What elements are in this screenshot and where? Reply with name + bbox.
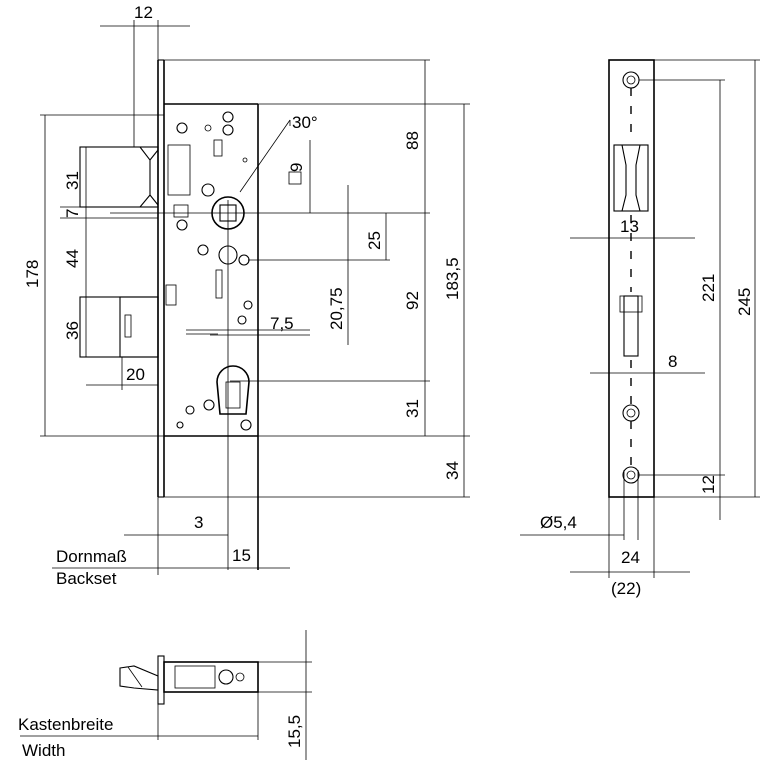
dim-plate-width: 24	[621, 548, 640, 567]
label-case-width-en: Width	[22, 741, 65, 760]
dim-case-width: 15,5	[285, 715, 304, 748]
dim-total-length: 245	[735, 288, 754, 316]
front-view: 12 30° 9 88 25 20,75 7,5 92 183,5 31 34 …	[23, 3, 470, 588]
dim-latch-width: 13	[620, 217, 639, 236]
label-case-width-de: Kastenbreite	[18, 715, 113, 734]
dim-aux-offset: 20,75	[327, 287, 346, 330]
dim-middle-gap: 44	[63, 249, 82, 268]
side-view: 13 8 221 245 12 Ø5,4 24 (22)	[520, 59, 760, 598]
dim-latch-height: 31	[63, 171, 82, 190]
dim-spindle-to-aux: 25	[365, 231, 384, 250]
dim-overall-height: 183,5	[443, 257, 462, 300]
dim-below-case: 34	[443, 461, 462, 480]
bottom-view: 15,5 Kastenbreite Width	[18, 630, 312, 760]
dim-plate-width-alt: (22)	[611, 579, 641, 598]
spindle-hub	[211, 171, 302, 230]
cylinder-cutout	[216, 365, 250, 415]
label-backset-en: Backset	[56, 569, 117, 588]
dim-bolt-height: 36	[63, 321, 82, 340]
dim-end-to-hole: 12	[699, 475, 718, 494]
dim-hole-diameter: Ø5,4	[540, 513, 577, 532]
dim-faceplate-width: 12	[134, 3, 153, 22]
dim-hole-spacing: 221	[699, 274, 718, 302]
dim-backset: 15	[232, 546, 251, 565]
bolt-slot	[619, 295, 643, 357]
dim-spindle-to-cylinder: 92	[403, 291, 422, 310]
dim-angle: 30°	[292, 113, 318, 132]
dim-left-overall: 178	[23, 260, 42, 288]
dim-cylinder-to-bottom: 31	[403, 399, 422, 418]
angle-leader	[239, 119, 291, 193]
front-faceplate	[157, 59, 165, 498]
latch-slot	[613, 144, 649, 212]
dim-bolt-width: 8	[668, 352, 677, 371]
internal-screws	[165, 111, 253, 431]
latch-bolt	[79, 146, 159, 208]
label-backset-de: Dornmaß	[56, 547, 127, 566]
dead-bolt	[79, 296, 159, 358]
dim-cam-offset: 7,5	[270, 314, 294, 333]
faceplate-outline	[608, 59, 655, 498]
aux-hole	[218, 245, 250, 266]
dim-front-offset: 3	[194, 513, 203, 532]
dim-latch-gap: 7	[63, 209, 82, 218]
dim-spindle-hub-upper: 88	[403, 131, 422, 150]
dim-square: 9	[287, 163, 306, 172]
dim-bolt-throw: 20	[126, 365, 145, 384]
lock-case-outline	[160, 59, 470, 570]
